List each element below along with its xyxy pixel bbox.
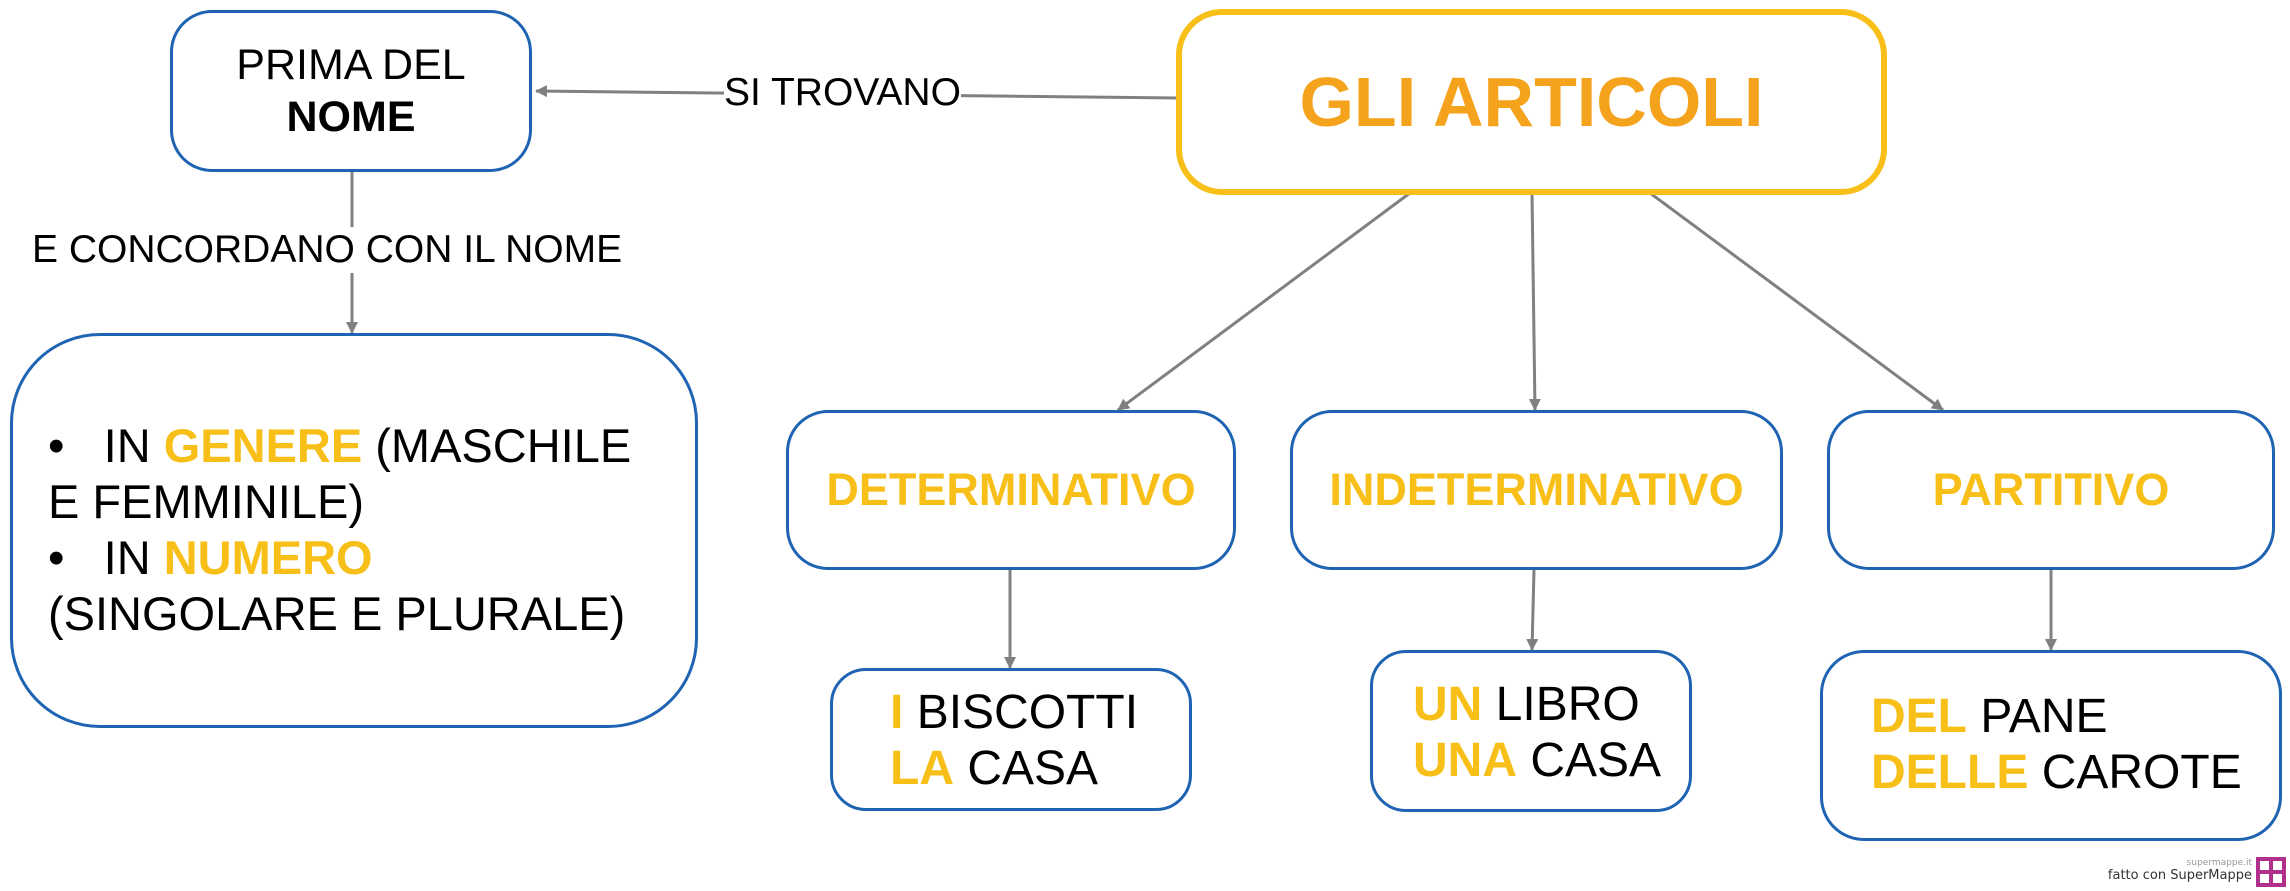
example-row: I BISCOTTI bbox=[890, 685, 1138, 741]
position-line2: NOME bbox=[286, 93, 416, 141]
position-box: PRIMA DEL NOME bbox=[170, 10, 532, 172]
agreement-item-numero-cont: (SINGOLARE E PLURALE) bbox=[48, 587, 626, 640]
example-article: UN bbox=[1413, 678, 1483, 731]
examples-box-indeterminativo: UN LIBRO UNA CASA bbox=[1370, 650, 1692, 812]
example-row: LA CASA bbox=[890, 741, 1138, 797]
example-article: DELLE bbox=[1871, 746, 2029, 799]
example-noun: CAROTE bbox=[2041, 746, 2242, 799]
example-article: I bbox=[890, 686, 904, 739]
supermappe-logo-icon bbox=[2256, 857, 2286, 887]
type-label-determinativo: DETERMINATIVO bbox=[826, 464, 1196, 515]
examples-box-determinativo: I BISCOTTI LA CASA bbox=[830, 668, 1192, 811]
agreement-item-genere: • IN GENERE (MASCHILE bbox=[48, 419, 632, 472]
position-line1: PRIMA DEL bbox=[236, 41, 466, 89]
edge-main-to-indeterminativo bbox=[1528, 192, 1541, 411]
example-article: DEL bbox=[1871, 690, 1967, 743]
example-row: UN LIBRO bbox=[1413, 677, 1661, 733]
example-article: LA bbox=[890, 742, 954, 795]
agreement-list: • IN GENERE (MASCHILE E FEMMINILE) • IN … bbox=[48, 418, 688, 642]
type-label-indeterminativo: INDETERMINATIVO bbox=[1329, 464, 1744, 515]
examples-box-partitivo: DEL PANE DELLE CAROTE bbox=[1820, 650, 2282, 841]
highlight-numero: NUMERO bbox=[163, 531, 373, 584]
footer-text: fatto con SuperMappe bbox=[2107, 868, 2252, 883]
example-noun: CASA bbox=[1530, 734, 1662, 787]
example-row: UNA CASA bbox=[1413, 733, 1661, 789]
edge-main-to-partitivo bbox=[1649, 191, 1944, 412]
agreement-box bbox=[10, 333, 698, 728]
type-box-partitivo: PARTITIVO bbox=[1827, 410, 2275, 570]
footer-small: supermappe.it bbox=[2186, 858, 2252, 868]
example-noun: PANE bbox=[1980, 690, 2108, 743]
main-concept-box: GLI ARTICOLI bbox=[1176, 9, 1887, 195]
footer-credit: supermappe.it fatto con SuperMappe bbox=[2108, 858, 2252, 883]
link-label-trovano: SI TROVANO bbox=[724, 70, 961, 116]
example-row: DELLE CAROTE bbox=[1871, 745, 2242, 801]
type-label-partitivo: PARTITIVO bbox=[1932, 464, 2170, 515]
agreement-item-numero: • IN NUMERO bbox=[48, 531, 373, 584]
main-title: GLI ARTICOLI bbox=[1299, 63, 1764, 141]
link-label-concordano: E CONCORDANO CON IL NOME bbox=[32, 227, 623, 273]
agreement-item-genere-cont: E FEMMINILE) bbox=[48, 475, 364, 528]
edge-indeterminativo-to-examples bbox=[1526, 569, 1539, 651]
example-row: DEL PANE bbox=[1871, 689, 2242, 745]
type-box-indeterminativo: INDETERMINATIVO bbox=[1290, 410, 1783, 570]
highlight-genere: GENERE bbox=[163, 419, 363, 472]
example-article: UNA bbox=[1413, 734, 1517, 787]
edge-main-to-determinativo bbox=[1117, 191, 1411, 412]
example-noun: CASA bbox=[967, 742, 1099, 795]
type-box-determinativo: DETERMINATIVO bbox=[786, 410, 1236, 570]
example-noun: BISCOTTI bbox=[916, 686, 1139, 739]
example-noun: LIBRO bbox=[1495, 678, 1640, 731]
